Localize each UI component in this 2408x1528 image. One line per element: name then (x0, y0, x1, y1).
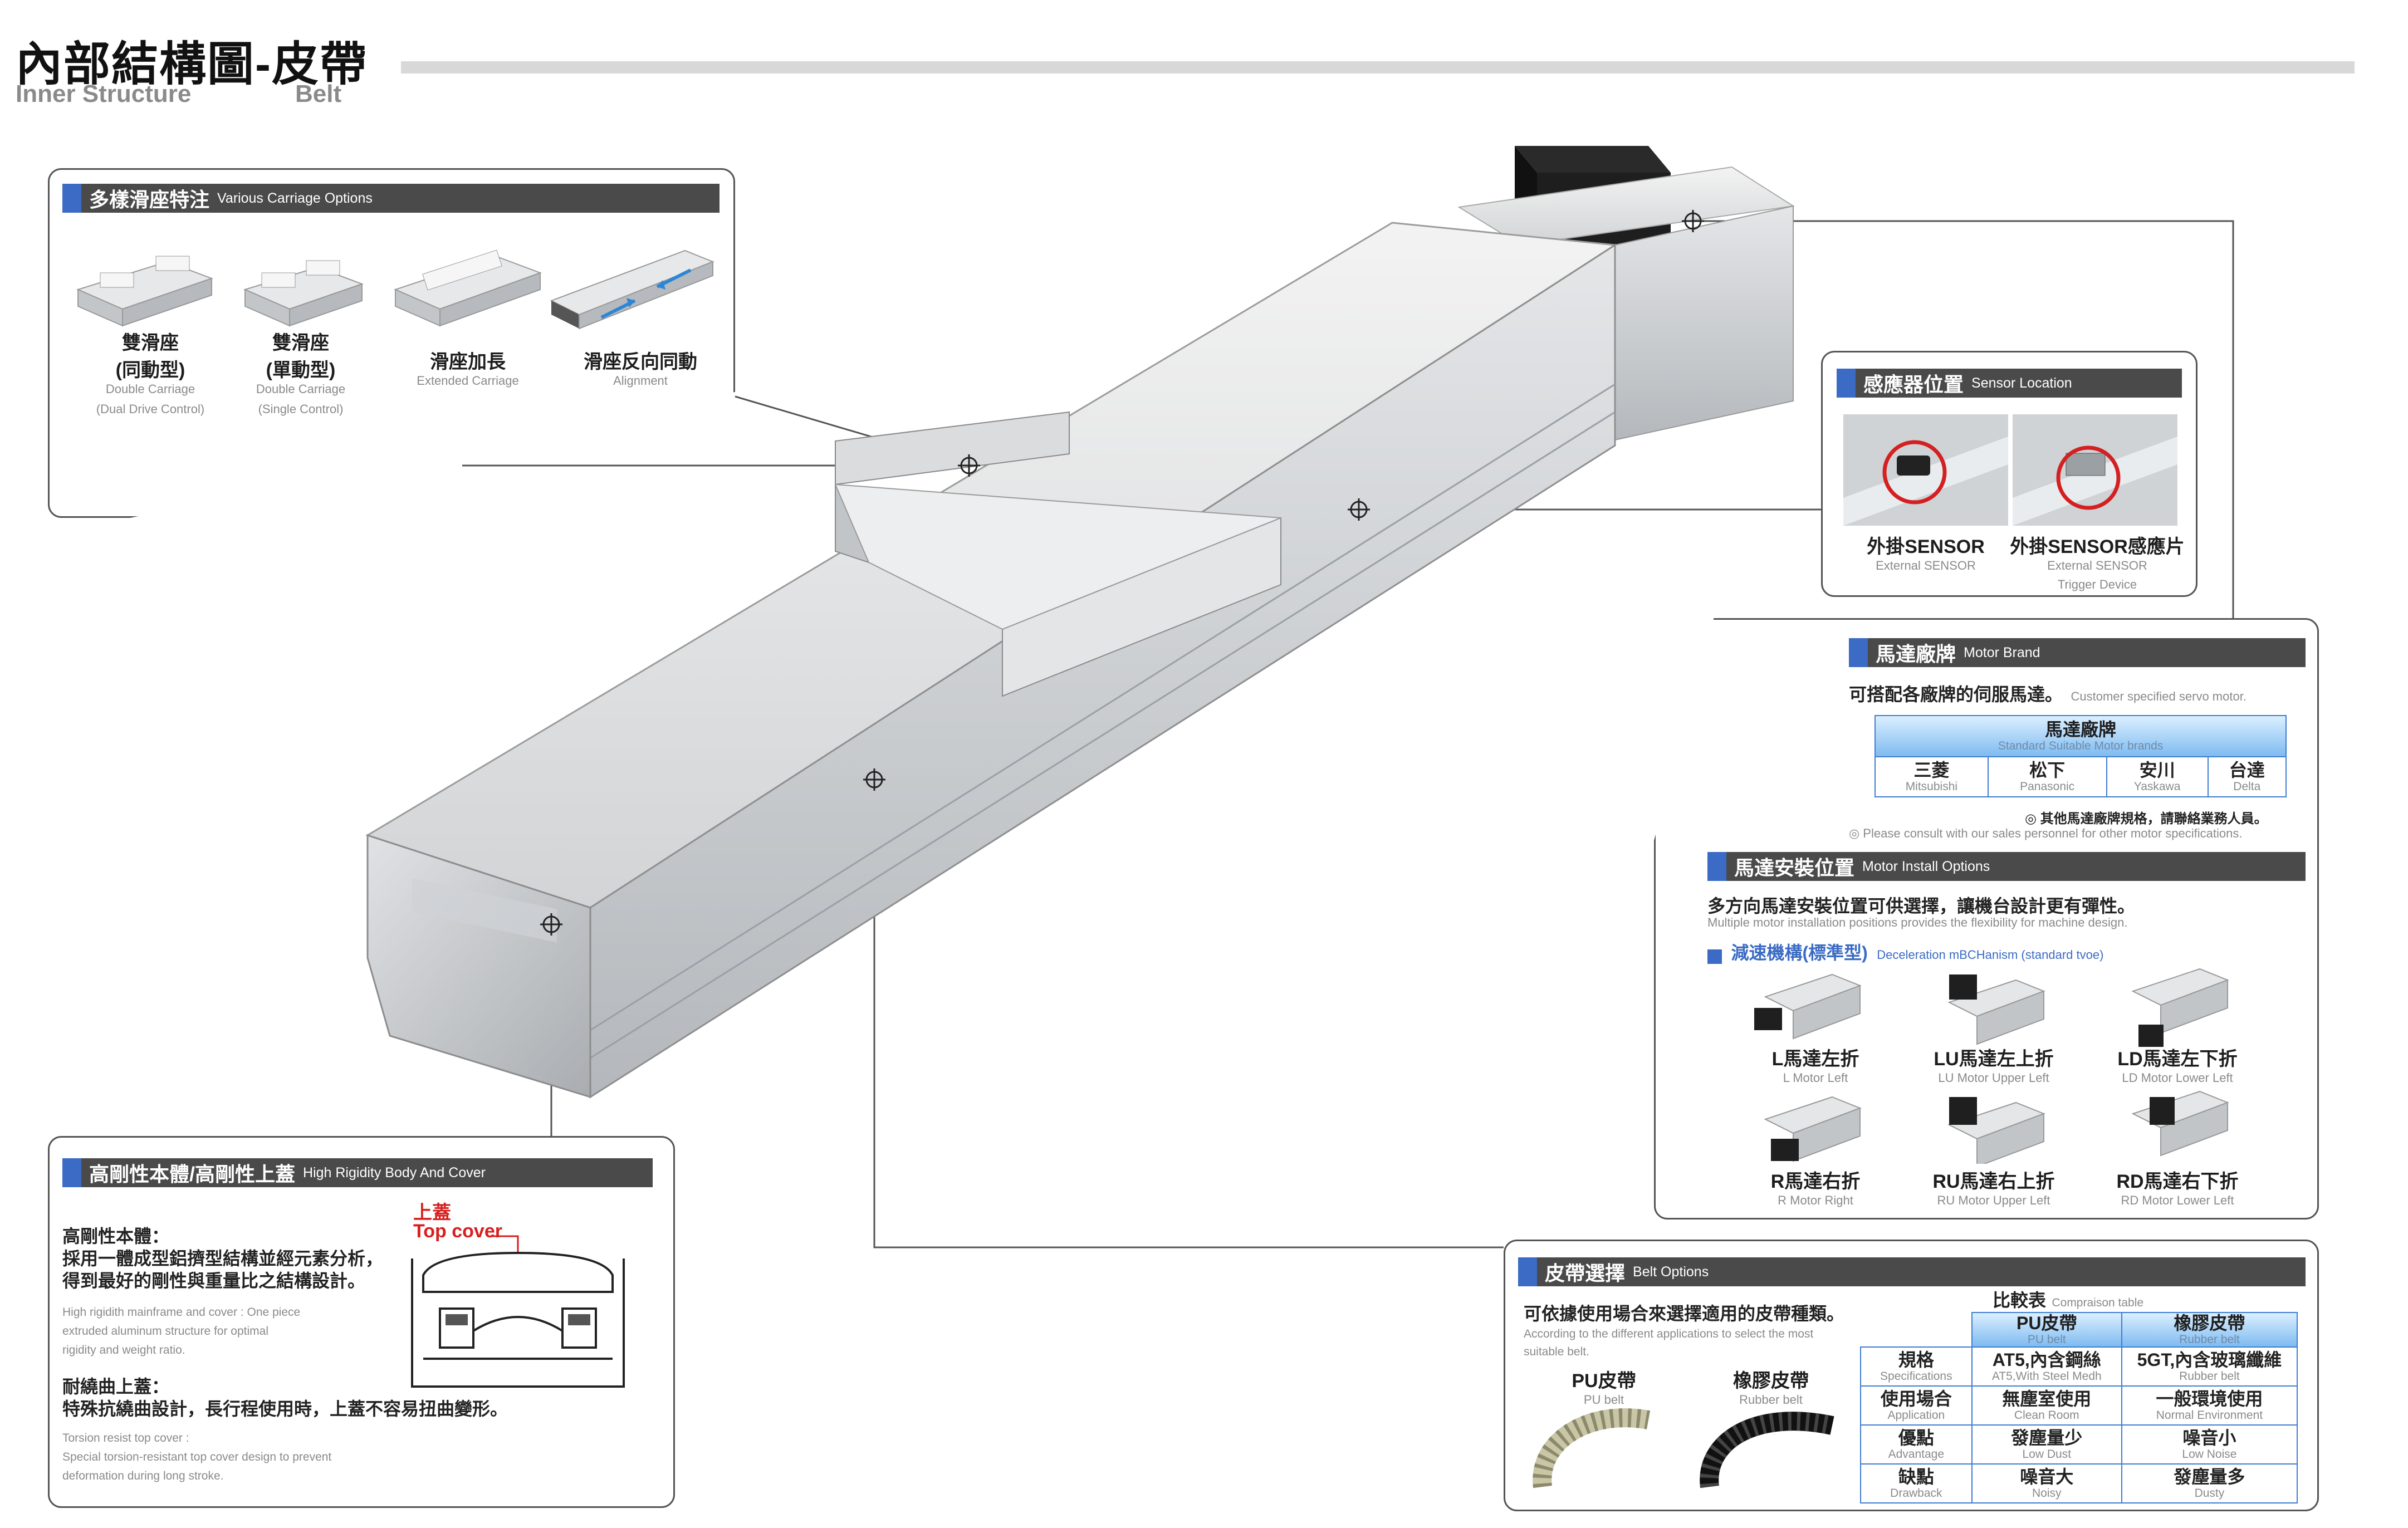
motor-install-intro-en: Multiple motor installation positions pr… (1707, 915, 2128, 929)
rubber-belt-caption: 橡膠皮帶 Rubber belt (1733, 1370, 1809, 1407)
carriage-caption-3: 滑座加長 Extended Carriage (417, 351, 519, 388)
top-cover-label-zh: 上蓋 (413, 1202, 451, 1223)
double-carriage-single-icon (243, 260, 364, 327)
page-title: 內部結構圖-皮帶 (16, 38, 368, 90)
pu-belt-image (1533, 1408, 1651, 1488)
cross-section-drawing (411, 1235, 625, 1388)
header-rule (401, 61, 2355, 74)
belt-intro: 可依據使用場合來選擇適用的皮帶種類。 According to the diff… (1524, 1304, 1845, 1358)
sensor-photos (1843, 414, 2177, 526)
motor-brand-intro: 可搭配各廠牌的伺服馬達。 Customer specified servo mo… (1849, 684, 2247, 704)
motor-brand-note-en: ◎ Please consult with our sales personne… (1849, 826, 2243, 840)
motor-upper-right-icon (1947, 1097, 2045, 1164)
sensor-location-header: 感應器位置 Sensor Location (1837, 369, 2182, 398)
belt-compare-title: 比較表 Compraison table (1993, 1290, 2144, 1310)
sensor-caption-2: 外掛SENSOR感應片 External SENSOR Trigger Devi… (2010, 536, 2185, 591)
motor-install-intro-zh: 多方向馬達安裝位置可供選擇，讓機台設計更有彈性。 (1707, 896, 2136, 916)
belt-photos (1533, 1408, 1834, 1488)
carriage-caption-1: 雙滑座 (同動型) Double Carriage (Dual Drive Co… (96, 332, 205, 416)
page-subtitle-belt: Belt (295, 80, 342, 107)
carriage-caption-4: 滑座反向同動 Alignment (584, 351, 697, 388)
motor-install-header: 馬達安裝位置 Motor Install Options (1707, 852, 2306, 881)
rigidity-cover-text: 耐繞曲上蓋： 特殊抗繞曲設計，長行程使用時，上蓋不容易扭曲變形。 Torsion… (62, 1377, 508, 1482)
motor-lower-left-icon (2131, 968, 2229, 1047)
motor-brand-header: 馬達廠牌 Motor Brand (1849, 638, 2306, 667)
extended-carriage-icon (394, 249, 542, 327)
target-markers (540, 210, 1704, 936)
rigidity-body-text: 高剛性本體： 採用一體成型鋁擠型結構並經元素分析， 得到最好的剛性與重量比之結構… (62, 1226, 384, 1356)
page-header: 內部結構圖-皮帶 Inner Structure Belt (16, 27, 2355, 116)
motor-lower-right-icon (2131, 1090, 2229, 1157)
carriage-thumbnails (76, 249, 714, 330)
motor-install-thumbnails (1754, 968, 2229, 1164)
sensor-caption-1: 外掛SENSOR External SENSOR (1867, 536, 1985, 572)
motor-left-icon (1754, 973, 1862, 1040)
pu-belt-caption: PU皮帶 PU belt (1572, 1370, 1636, 1407)
page-subtitle-en: Inner Structure (16, 80, 192, 107)
rigidity-header: 高剛性本體/高剛性上蓋 High Rigidity Body And Cover (62, 1158, 653, 1187)
carriage-caption-2: 雙滑座 (單動型) Double Carriage (Single Contro… (256, 332, 346, 416)
motor-upper-left-icon (1947, 974, 2045, 1045)
alignment-carriage-icon (550, 249, 714, 330)
motor-brand-note-zh: ◎ 其他馬達廠牌規格，請聯絡業務人員。 (2025, 811, 2268, 826)
motor-install-subhead: 減速機構(標準型) Deceleration mBCHanism (standa… (1707, 939, 2103, 964)
top-cover-label-en: Top cover (413, 1221, 502, 1242)
carriage-options-header: 多樣滑座特注 Various Carriage Options (62, 184, 720, 213)
double-carriage-dual-icon (76, 256, 213, 327)
motor-right-icon (1764, 1096, 1862, 1162)
belt-options-header: 皮帶選擇 Belt Options (1518, 1257, 2306, 1286)
rubber-belt-image (1700, 1412, 1834, 1488)
